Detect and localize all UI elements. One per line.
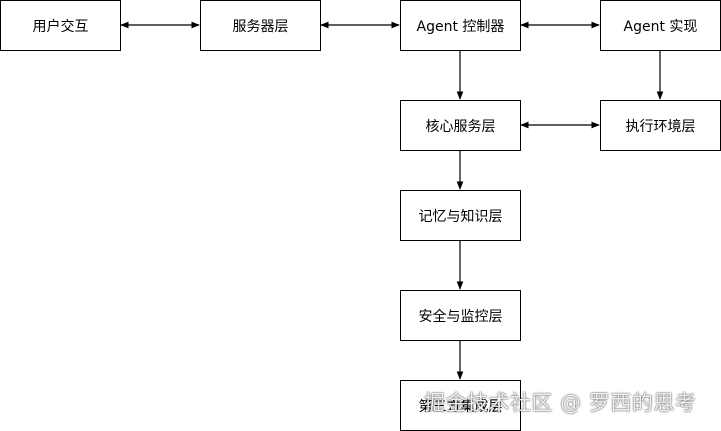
node-user-interaction: 用户交互 (0, 0, 121, 51)
node-security-monitoring-layer: 安全与监控层 (400, 290, 521, 341)
node-execution-environment-layer: 执行环境层 (600, 100, 721, 151)
node-agent-implementation: Agent 实现 (600, 0, 721, 51)
watermark-text: 掘金技术社区 @ 罗西的思考 (424, 391, 697, 415)
node-memory-knowledge-layer: 记忆与知识层 (400, 190, 521, 241)
node-agent-controller: Agent 控制器 (400, 0, 521, 51)
node-server-layer: 服务器层 (200, 0, 321, 51)
node-core-service-layer: 核心服务层 (400, 100, 521, 151)
